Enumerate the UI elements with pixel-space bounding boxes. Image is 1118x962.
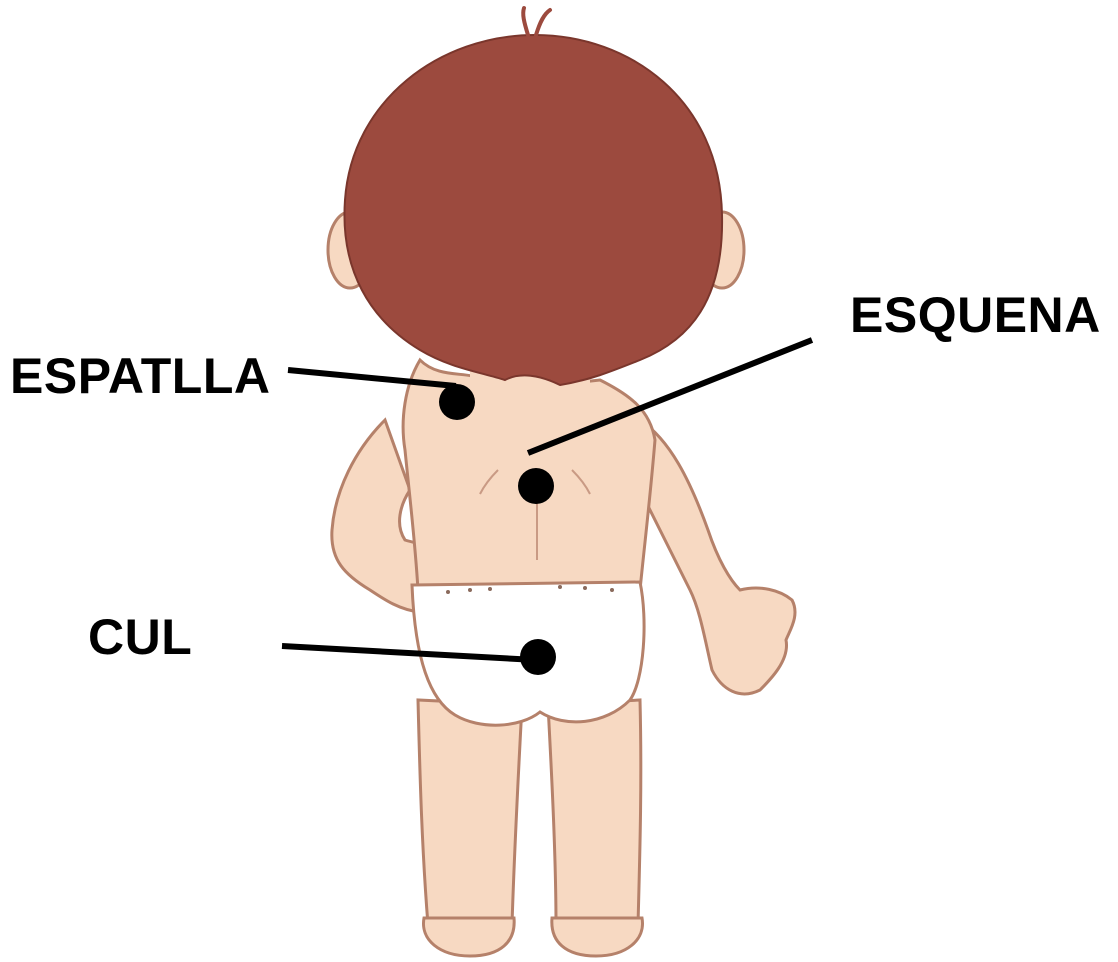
hair-tuft [523, 8, 550, 35]
right-foot [552, 918, 643, 956]
right-leg [548, 700, 641, 925]
back-marker-dot [518, 468, 554, 504]
left-leg [418, 700, 522, 925]
right-arm [640, 420, 795, 694]
shoulder-label: ESPATLLA [10, 351, 270, 401]
shoulder-marker-dot [439, 384, 475, 420]
left-foot [423, 918, 514, 956]
hair [344, 35, 722, 385]
back-label: ESQUENA [850, 290, 1101, 340]
legs [418, 700, 643, 956]
bottom-label: CUL [88, 612, 192, 662]
bottom-marker-dot [520, 639, 556, 675]
